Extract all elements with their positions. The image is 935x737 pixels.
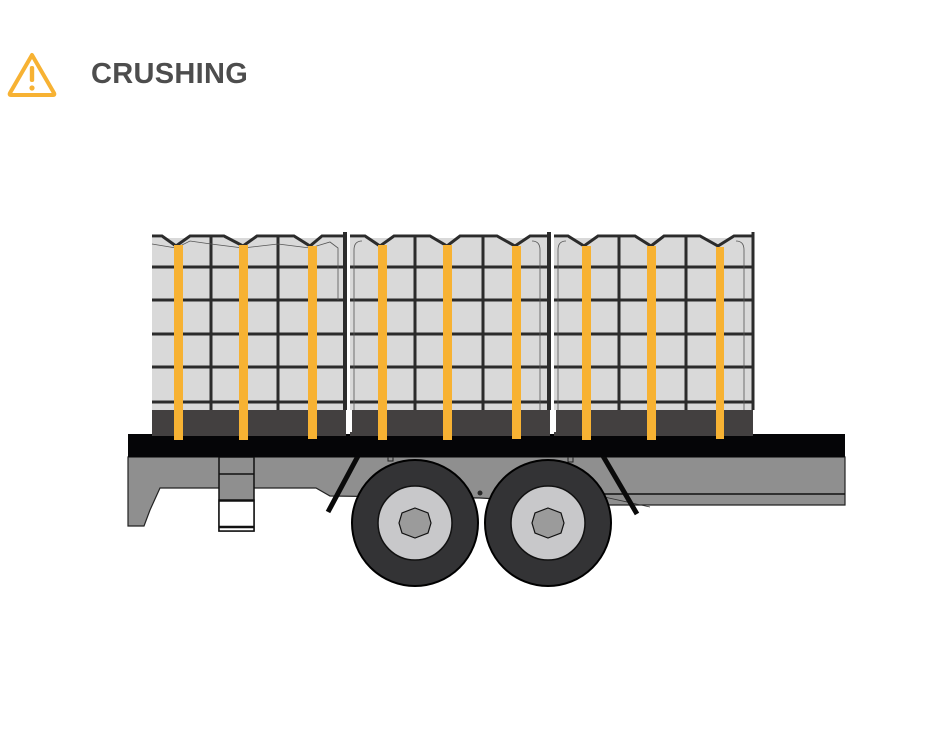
trailer-chassis (127, 456, 846, 527)
ladder (218, 456, 255, 532)
trailer-deck (128, 434, 845, 457)
tie-down-straps (174, 245, 724, 440)
wheel-front (351, 459, 479, 587)
warning-triangle-icon (7, 53, 57, 97)
wheel-rear (484, 459, 612, 587)
header (6, 50, 58, 100)
page-title: CRUSHING (91, 58, 249, 90)
